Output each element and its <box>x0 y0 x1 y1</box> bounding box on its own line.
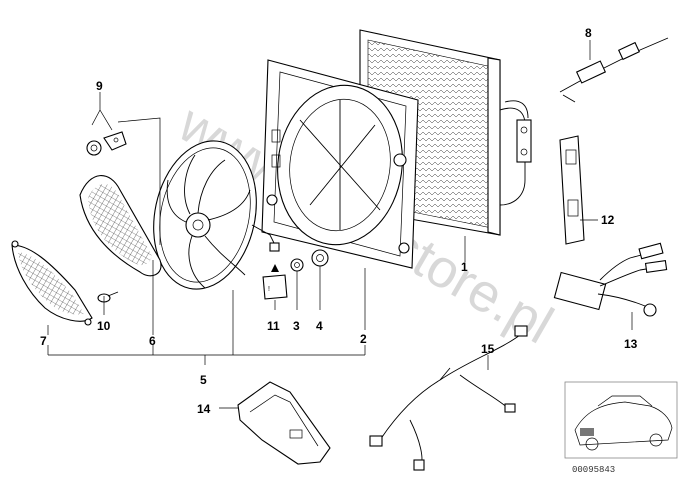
callout-11: 11 <box>267 319 280 333</box>
series-resistor-harness <box>553 242 668 317</box>
svg-text:!: ! <box>268 286 270 293</box>
screw-bolt <box>97 291 119 303</box>
fan-shroud-frame <box>261 59 419 269</box>
lower-support-bracket <box>237 381 331 465</box>
air-duct-deflector <box>11 240 93 326</box>
callout-2: 2 <box>360 332 367 346</box>
mounting-bracket <box>559 135 585 245</box>
callout-3: 3 <box>293 319 300 333</box>
callout-8: 8 <box>585 26 592 40</box>
callout-10: 10 <box>97 319 111 333</box>
warning-label-icon: ! <box>262 264 288 300</box>
callout-13: 13 <box>624 337 638 351</box>
callout-15: 15 <box>481 342 495 356</box>
nut-large <box>311 249 329 267</box>
diagram-reference-number: 00095843 <box>572 465 615 475</box>
callout-12: 12 <box>601 213 615 227</box>
callout-9: 9 <box>96 79 103 93</box>
leader-lines <box>47 40 633 409</box>
electric-fan-icon <box>153 140 280 290</box>
callout-5: 5 <box>200 373 207 387</box>
temperature-sensor-cable <box>559 37 669 103</box>
clip-assembly <box>86 131 127 156</box>
callout-1: 1 <box>461 260 468 274</box>
callout-14: 14 <box>197 402 211 416</box>
callout-4: 4 <box>316 319 323 333</box>
car-location-thumbnail-icon <box>564 381 678 459</box>
callout-6: 6 <box>149 334 156 348</box>
fan-cover-grille <box>79 175 162 277</box>
nut-small <box>290 258 304 272</box>
callout-7: 7 <box>40 334 47 348</box>
wiring-harness <box>369 325 528 471</box>
